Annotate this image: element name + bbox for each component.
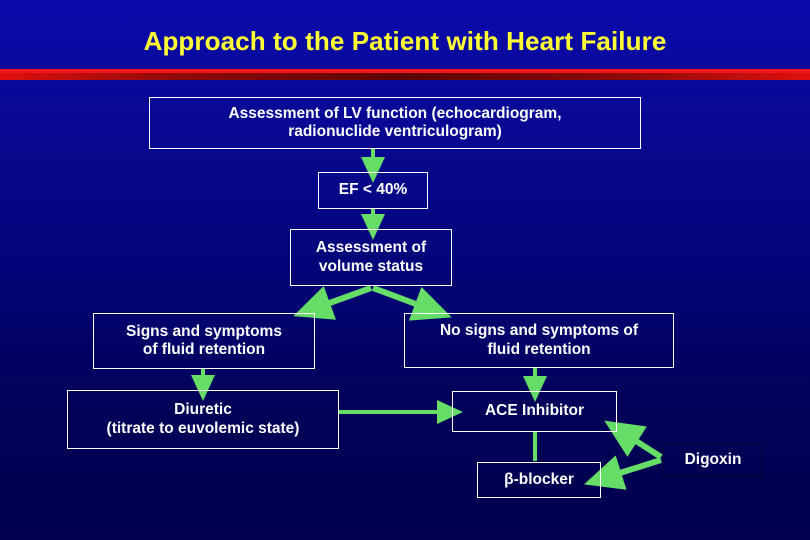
edge-digoxin-to-ace [604, 420, 663, 460]
node-label: Assessment of LV function (echocardiogra… [228, 104, 562, 140]
node-label: Diuretic (titrate to euvolemic state) [106, 401, 300, 437]
divider-highlight [0, 69, 810, 73]
node-label: Assessment of volume status [315, 239, 427, 275]
node-label: EF < 40% [338, 181, 408, 199]
divider-gradient [0, 73, 810, 80]
node-diuretic[interactable]: Diuretic (titrate to euvolemic state) [67, 390, 339, 449]
node-digoxin[interactable]: Digoxin [663, 444, 763, 477]
node-label: No signs and symptoms of fluid retention [439, 322, 639, 358]
node-assessment-lv-function[interactable]: Assessment of LV function (echocardiogra… [149, 97, 641, 149]
edge-digoxin-to-beta [583, 455, 662, 490]
node-label: ACE Inhibitor [484, 402, 585, 420]
node-label: Digoxin [684, 451, 742, 469]
node-assessment-volume-status[interactable]: Assessment of volume status [290, 229, 452, 286]
edge-volume-to-no-signs [371, 285, 452, 321]
edge-volume-to-signs [293, 285, 373, 320]
node-no-signs-and-symptoms[interactable]: No signs and symptoms of fluid retention [404, 313, 674, 368]
node-label: Signs and symptoms of fluid retention [126, 322, 282, 358]
node-ef-less-than-40[interactable]: EF < 40% [318, 172, 428, 209]
node-ace-inhibitor[interactable]: ACE Inhibitor [452, 391, 617, 432]
node-label: β-blocker [504, 470, 574, 488]
node-beta-blocker[interactable]: β-blocker [477, 462, 601, 498]
node-signs-and-symptoms[interactable]: Signs and symptoms of fluid retention [93, 313, 315, 369]
page-title: Approach to the Patient with Heart Failu… [143, 26, 667, 56]
title-divider-bar [0, 69, 810, 80]
